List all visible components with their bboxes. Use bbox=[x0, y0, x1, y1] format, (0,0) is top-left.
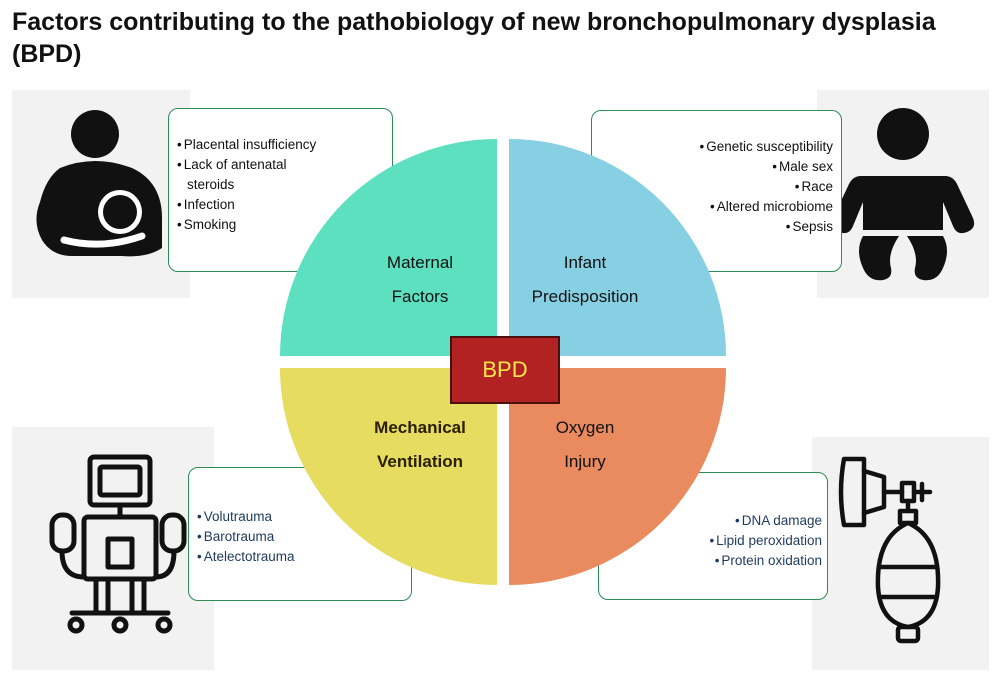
list-item: •Lipid peroxidation bbox=[709, 533, 822, 548]
list-item: •Placental insufficiency bbox=[177, 137, 317, 152]
infant-label-line1: Infant bbox=[563, 253, 607, 272]
list-item: •Infection bbox=[177, 197, 235, 212]
ventilator-icon-panel bbox=[12, 427, 214, 670]
mechanical-ventilation-quadrant bbox=[280, 368, 497, 585]
mother-icon-panel bbox=[12, 90, 190, 298]
list-item: •Barotrauma bbox=[197, 529, 275, 544]
maternal-label-line1: Maternal bbox=[386, 253, 454, 272]
maternal-label-line2: Factors bbox=[391, 287, 449, 306]
resuscitation-bag-icon bbox=[838, 456, 941, 644]
list-item: •Lack of antenatal steroids bbox=[177, 157, 287, 192]
list-item: •Volutrauma bbox=[197, 509, 273, 524]
mechanical-label-line2: Ventilation bbox=[377, 452, 463, 471]
list-item: •Male sex bbox=[772, 159, 833, 174]
maternal-factors-label: Maternal Factors bbox=[345, 246, 495, 314]
mechanical-ventilation-label: Mechanical Ventilation bbox=[345, 411, 495, 479]
list-item: •Protein oxidation bbox=[714, 553, 822, 568]
page-title: Factors contributing to the pathobiology… bbox=[12, 8, 936, 68]
list-item: •Smoking bbox=[177, 217, 237, 232]
mechanical-label-line1: Mechanical bbox=[374, 418, 466, 437]
infant-predisposition-list: •Genetic susceptibility •Male sex •Race … bbox=[633, 137, 833, 237]
maternal-factors-quadrant bbox=[280, 139, 497, 356]
bpd-center-label: BPD bbox=[482, 357, 528, 382]
bpd-center-box: BPD bbox=[450, 336, 560, 404]
list-item: •DNA damage bbox=[734, 513, 822, 528]
bag-icon-panel bbox=[812, 437, 989, 670]
ventilator-icon bbox=[49, 454, 187, 634]
list-item: •Race bbox=[794, 179, 833, 194]
oxygen-injury-quadrant bbox=[509, 368, 726, 585]
list-item: •Altered microbiome bbox=[709, 199, 833, 214]
infant-label-line2: Predisposition bbox=[531, 287, 639, 306]
list-item: •Sepsis bbox=[785, 219, 833, 234]
infant-predisposition-label: Infant Predisposition bbox=[510, 246, 660, 314]
baby-icon bbox=[831, 108, 975, 281]
oxygen-injury-list: •DNA damage •Lipid peroxidation •Protein… bbox=[622, 511, 822, 571]
baby-icon-panel bbox=[817, 90, 989, 298]
oxygen-label-line2: Injury bbox=[564, 452, 606, 471]
mechanical-ventilation-list: •Volutrauma •Barotrauma •Atelectotrauma bbox=[197, 507, 397, 567]
infant-predisposition-quadrant bbox=[509, 139, 726, 356]
oxygen-label-line1: Oxygen bbox=[555, 418, 615, 437]
list-item: •Atelectotrauma bbox=[197, 549, 295, 564]
oxygen-injury-label: Oxygen Injury bbox=[510, 411, 660, 479]
maternal-factors-list: •Placental insufficiency •Lack of antena… bbox=[177, 135, 327, 235]
breastfeeding-mother-icon bbox=[36, 110, 162, 257]
list-item: •Genetic susceptibility bbox=[699, 139, 833, 154]
